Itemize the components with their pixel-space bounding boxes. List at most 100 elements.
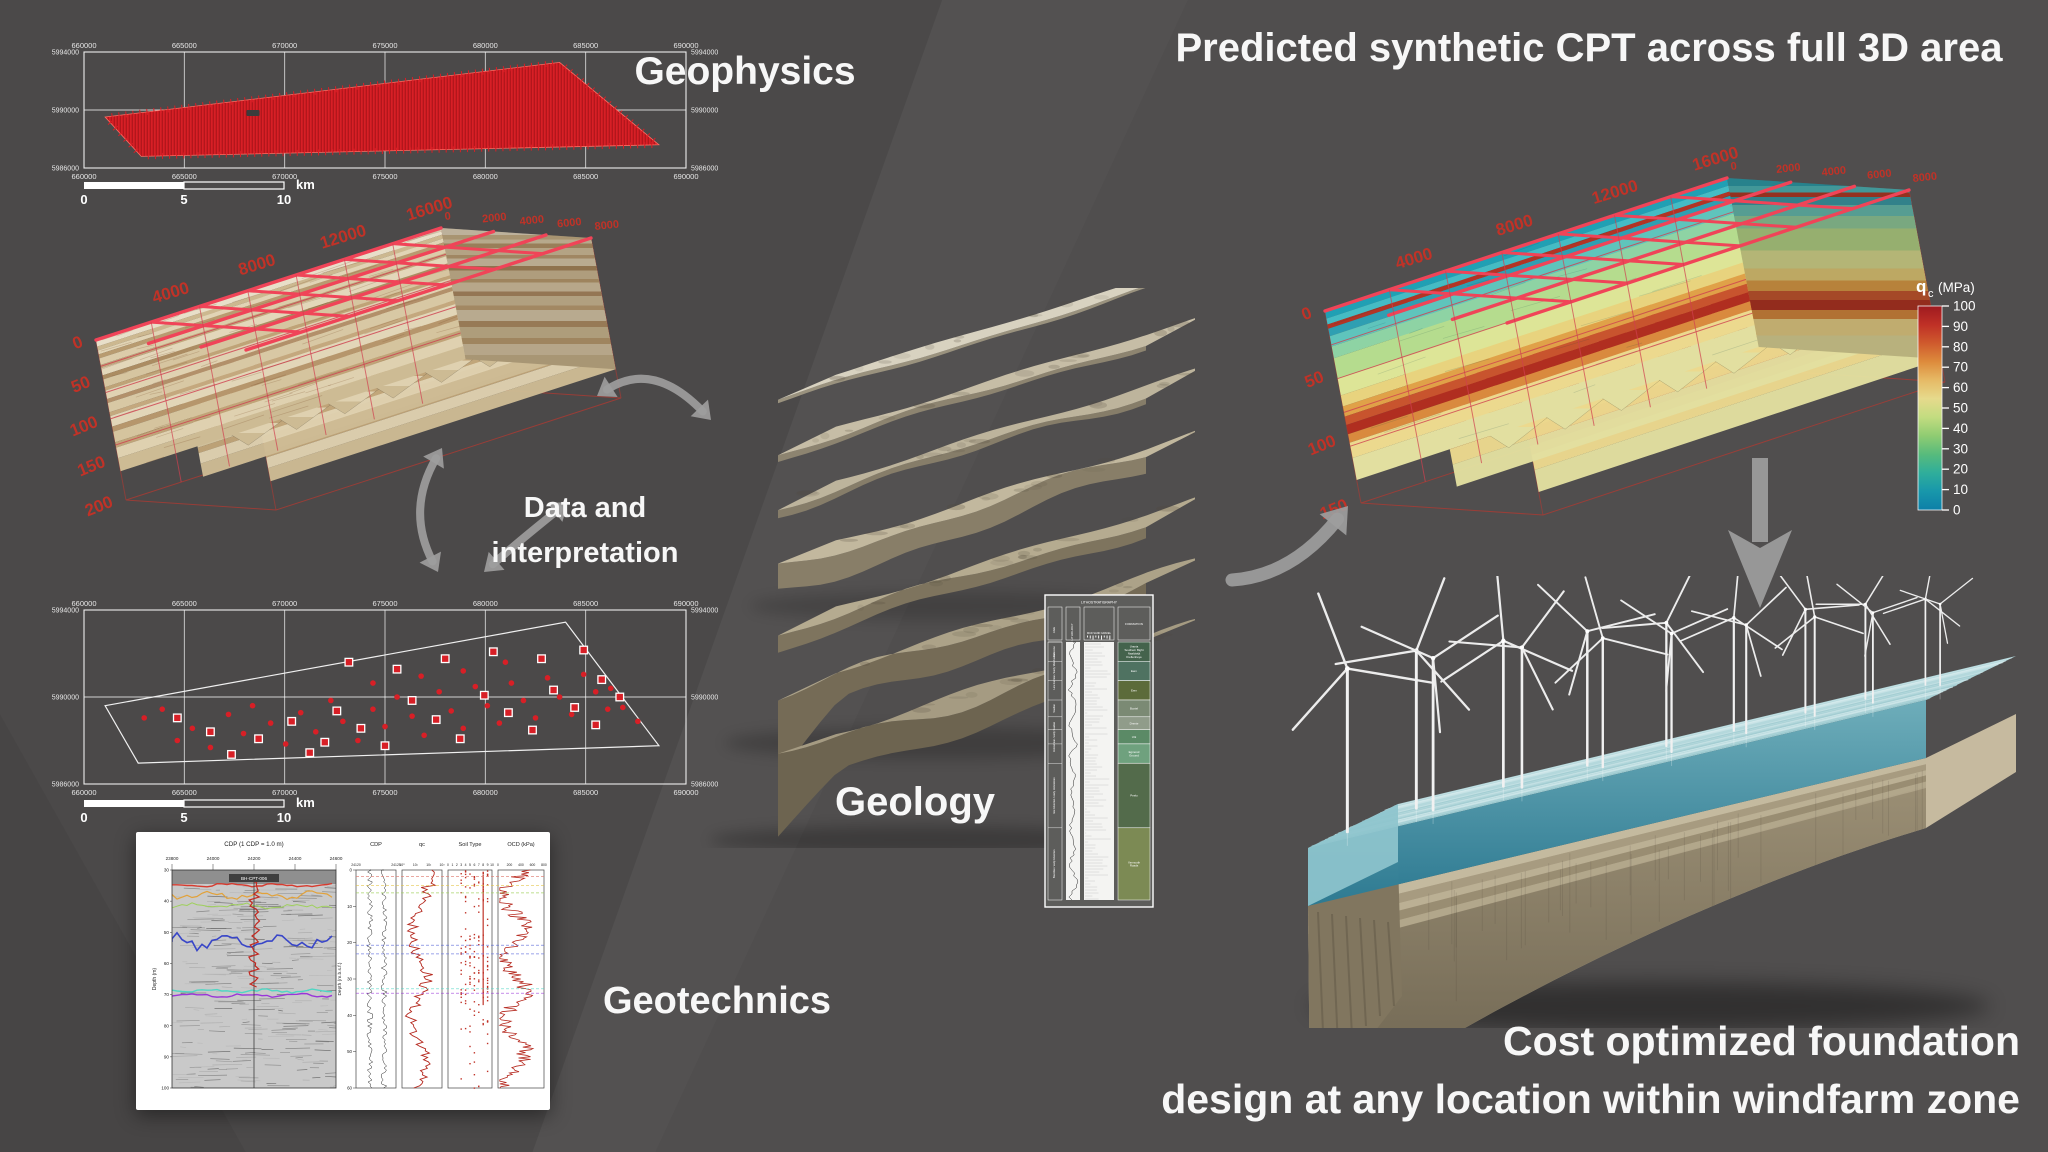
svg-text:8000: 8000: [1494, 211, 1536, 240]
svg-text:660000: 660000: [71, 172, 96, 181]
svg-text:Saalian: Saalian: [1052, 704, 1056, 713]
svg-text:680000: 680000: [473, 172, 498, 181]
svg-text:CDP (1 CDP = 1.0 m): CDP (1 CDP = 1.0 m): [224, 841, 283, 848]
svg-text:12000: 12000: [318, 221, 369, 253]
svg-text:800: 800: [541, 863, 547, 867]
wind-turbine-blade: [1334, 649, 1418, 666]
svg-text:600: 600: [530, 863, 536, 867]
wind-turbine-blade: [1882, 598, 1927, 615]
formation-cell: [1117, 827, 1151, 901]
svg-text:70: 70: [1953, 360, 1968, 375]
svg-text:5994000: 5994000: [52, 608, 79, 615]
survey-coverage-polygon: [104, 61, 660, 157]
svg-text:km: km: [296, 795, 315, 810]
wind-turbine-blade: [1745, 624, 1762, 677]
wind-turbine-blade: [1864, 576, 1884, 605]
svg-text:10¹: 10¹: [413, 863, 419, 867]
svg-text:Eem: Eem: [1131, 688, 1138, 692]
svg-text:665000: 665000: [172, 788, 197, 797]
svg-text:Boxtel: Boxtel: [1130, 707, 1138, 711]
svg-text:690000: 690000: [673, 788, 698, 797]
bidirectional-arrow-icon: [484, 502, 568, 572]
svg-text:Bavelian / early Elsterian: Bavelian / early Elsterian: [1052, 849, 1056, 878]
svg-text:690000: 690000: [673, 172, 698, 181]
svg-text:Southern Bight: Southern Bight: [1124, 648, 1143, 652]
svg-text:40: 40: [1953, 421, 1968, 436]
svg-text:4000: 4000: [519, 213, 545, 227]
svg-text:2: 2: [456, 863, 458, 867]
svg-text:10⁰: 10⁰: [399, 863, 405, 867]
svg-text:100: 100: [1305, 431, 1338, 459]
predicted-cpt-title: Predicted synthetic CPT across full 3D a…: [1175, 26, 2003, 70]
svg-text:8000: 8000: [1912, 170, 1938, 184]
cost-caption-line1: Cost optimized foundation: [1503, 1018, 2020, 1064]
svg-text:Yarmouth: Yarmouth: [1128, 860, 1141, 864]
svg-text:5990000: 5990000: [691, 695, 718, 702]
svg-text:660000: 660000: [71, 788, 96, 797]
svg-text:BH-CPT-006: BH-CPT-006: [241, 876, 267, 881]
svg-text:60: 60: [164, 961, 170, 966]
wind-turbine-blade: [1939, 603, 1949, 644]
svg-text:685000: 685000: [573, 599, 598, 608]
svg-text:20: 20: [1953, 462, 1968, 477]
svg-text:0: 0: [80, 810, 87, 825]
svg-text:6: 6: [473, 863, 475, 867]
wind-turbine-blade: [1924, 598, 1961, 627]
svg-text:675000: 675000: [372, 172, 397, 181]
svg-text:665000: 665000: [172, 172, 197, 181]
curved-arrow-icon: [1225, 506, 1348, 587]
svg-text:6000: 6000: [1867, 167, 1893, 181]
bidirectional-arrow-icon: [597, 374, 711, 420]
wind-turbine-blade: [1360, 625, 1435, 660]
svg-text:660000: 660000: [71, 41, 96, 50]
svg-text:LITHOSTRATIGRAPHY: LITHOSTRATIGRAPHY: [1081, 601, 1118, 605]
svg-text:q: q: [1916, 277, 1926, 296]
svg-text:665000: 665000: [172, 599, 197, 608]
svg-text:24120: 24120: [351, 863, 361, 867]
svg-text:10: 10: [277, 192, 291, 207]
wind-turbine-blade: [1939, 577, 1974, 605]
wind-turbine-blade: [1804, 604, 1860, 611]
svg-text:Kreftenheye: Kreftenheye: [1126, 655, 1142, 659]
wind-turbine-blade: [1665, 576, 1691, 624]
svg-text:24000: 24000: [207, 856, 220, 861]
svg-text:Naaldwijk: Naaldwijk: [1128, 651, 1141, 655]
wind-turbine-blade: [1520, 590, 1565, 649]
svg-text:675000: 675000: [372, 788, 397, 797]
svg-text:685000: 685000: [573, 41, 598, 50]
wind-turbine-blade: [1745, 586, 1787, 626]
wind-turbine-blade: [1732, 616, 1783, 651]
svg-text:Holocene: Holocene: [1052, 646, 1056, 658]
data-interpretation-label: Data and interpretation: [435, 486, 735, 576]
geology-label: Geology: [834, 780, 996, 824]
cost-caption-line2: design at any location within windfarm z…: [1161, 1076, 2020, 1122]
svg-text:9: 9: [487, 863, 489, 867]
svg-text:90: 90: [164, 1054, 170, 1059]
svg-text:0: 0: [80, 192, 87, 207]
svg-text:50: 50: [347, 1049, 352, 1054]
svg-text:0: 0: [497, 863, 499, 867]
wind-turbine-blade: [1899, 589, 1941, 605]
geotechnics-label: Geotechnics: [602, 980, 832, 1022]
svg-text:400: 400: [518, 863, 524, 867]
svg-text:Depth (m.b.s.f.): Depth (m.b.s.f.): [337, 962, 343, 995]
svg-text:30: 30: [164, 868, 170, 873]
wind-turbine-blade: [1872, 596, 1918, 614]
svg-text:90: 90: [1953, 319, 1968, 334]
svg-text:Urania: Urania: [1130, 645, 1139, 649]
svg-text:qc: qc: [419, 842, 425, 848]
wind-turbine-blade: [1586, 613, 1656, 633]
bidirectional-arrow-icon: [416, 448, 444, 572]
wind-turbine-blade: [1432, 614, 1499, 660]
svg-text:670000: 670000: [272, 172, 297, 181]
wind-turbine-blade: [1537, 583, 1589, 633]
svg-text:late Elsterian / early Holstei: late Elsterian / early Holsteinian: [1052, 777, 1056, 814]
svg-text:50: 50: [164, 930, 170, 935]
svg-text:685000: 685000: [573, 172, 598, 181]
svg-text:FORMATION: FORMATION: [1125, 622, 1143, 626]
svg-text:5994000: 5994000: [691, 50, 718, 57]
svg-text:5986000: 5986000: [52, 782, 79, 789]
